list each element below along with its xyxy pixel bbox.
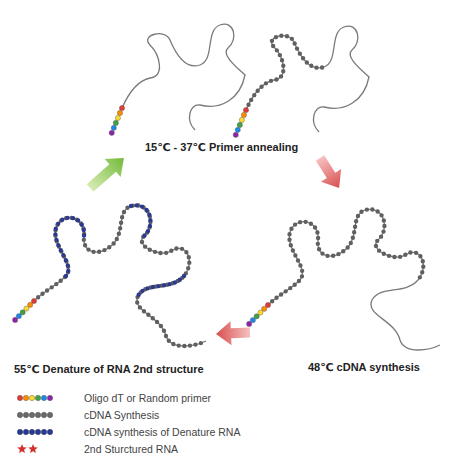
cycle-arrow bbox=[87, 158, 124, 192]
cycle-arrow bbox=[216, 321, 250, 345]
legend-primer-dot bbox=[23, 395, 28, 400]
denatured-cdna-dots bbox=[131, 205, 150, 236]
legend-denatured-dot bbox=[23, 429, 28, 434]
stage-label: 55℃ Denature of RNA 2nd structure bbox=[14, 363, 204, 376]
legend-denatured-dot bbox=[29, 429, 34, 434]
primer-dot bbox=[233, 132, 238, 137]
legend-primer-dot bbox=[29, 395, 34, 400]
bubble-shape bbox=[250, 188, 448, 378]
rna-strand bbox=[34, 205, 206, 346]
denatured-cdna-dots bbox=[138, 276, 184, 296]
legend-primer-dot bbox=[35, 395, 40, 400]
cycle-arrow bbox=[316, 155, 341, 188]
legend-cdna-dot bbox=[17, 412, 22, 417]
stage-bubble: 48℃ cDNA synthesis bbox=[250, 188, 448, 378]
legend-cdna-dot bbox=[47, 412, 52, 417]
primer-dot bbox=[115, 115, 120, 120]
bubble-glow bbox=[227, 4, 379, 156]
stage-bubble: 55℃ Denature of RNA 2nd structure bbox=[6, 188, 216, 380]
legend-primer-dot bbox=[47, 395, 52, 400]
rna-strand bbox=[122, 24, 245, 130]
bubble-shape bbox=[6, 188, 216, 380]
rna-strand-annealing bbox=[122, 24, 245, 130]
primer-dot bbox=[117, 110, 122, 115]
primer-dot bbox=[239, 117, 244, 122]
legend-denatured-dot bbox=[47, 429, 52, 434]
legend-cdna-dot bbox=[29, 412, 34, 417]
stage-bubble: 15℃ - 37℃ Primer annealing bbox=[108, 0, 373, 158]
primer-dot bbox=[109, 130, 114, 135]
legend-primer-dot bbox=[41, 395, 46, 400]
legend-denatured-dot bbox=[41, 429, 46, 434]
legend-denatured-dot bbox=[35, 429, 40, 434]
rna-strand-denatured bbox=[34, 205, 206, 346]
legend-star bbox=[17, 444, 27, 453]
primer-dot bbox=[235, 127, 240, 132]
legend-cdna-dot bbox=[23, 412, 28, 417]
cdna-dots bbox=[268, 209, 423, 305]
primer-dot bbox=[119, 105, 124, 110]
primer-dot bbox=[111, 125, 116, 130]
legend-cdna-dot bbox=[35, 412, 40, 417]
legend-denatured-dot bbox=[17, 429, 22, 434]
rna-strand bbox=[246, 26, 369, 132]
stage-label: 48℃ cDNA synthesis bbox=[308, 361, 420, 374]
primer-dot bbox=[247, 321, 252, 326]
rna-strand-synthesis bbox=[268, 209, 440, 350]
legend-cdna-dot bbox=[41, 412, 46, 417]
legend-text: 2nd Sturctured RNA bbox=[84, 442, 178, 456]
bubble-glow bbox=[242, 176, 442, 376]
legend-primer-dot bbox=[17, 395, 22, 400]
rna-strand bbox=[268, 209, 440, 350]
bubble-shape bbox=[108, 0, 373, 158]
primer-dot bbox=[113, 120, 118, 125]
primers bbox=[13, 105, 271, 326]
stage-label: 15℃ - 37℃ Primer annealing bbox=[145, 141, 298, 154]
legend-text: cDNA synthesis of Denature RNA bbox=[84, 425, 240, 439]
rna-strand-partial-cdna bbox=[246, 26, 369, 132]
primer-dot bbox=[13, 317, 18, 322]
cdna-dots bbox=[246, 36, 324, 110]
legend-text: cDNA Synthesis bbox=[84, 408, 159, 422]
denatured-cdna-dots bbox=[55, 218, 84, 276]
legend-text: Oligo dT or Random primer bbox=[84, 391, 211, 405]
bubble-glow bbox=[101, 4, 253, 156]
legend-star bbox=[28, 444, 38, 453]
bubble-glow bbox=[12, 174, 216, 378]
primer-dot bbox=[237, 122, 242, 127]
primer-dot bbox=[243, 107, 248, 112]
cdna-dots bbox=[34, 205, 206, 346]
primer-dot bbox=[241, 112, 246, 117]
